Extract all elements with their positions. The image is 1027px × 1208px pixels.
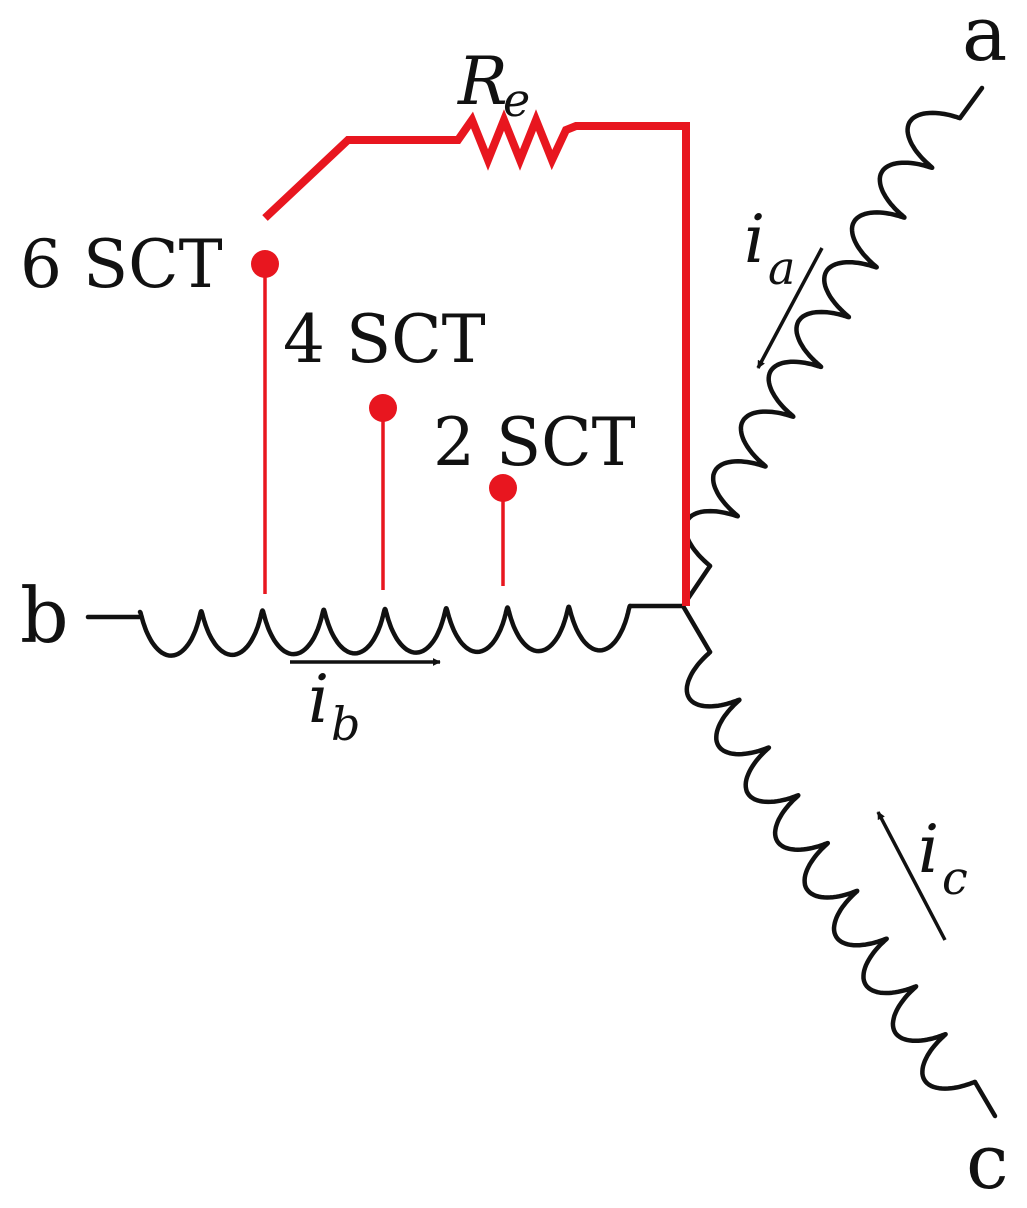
ic-label: i c [918, 811, 968, 905]
tap-6-label: 6 SCT [20, 226, 223, 303]
fault-resistor-wire [262, 109, 690, 606]
tap-4-label: 4 SCT [283, 301, 486, 378]
ia-arrow [756, 247, 824, 369]
phase-b-winding [85, 603, 686, 658]
ib-subscript: b [331, 697, 360, 751]
ia-symbol: i [744, 201, 765, 278]
tap-2-point [489, 474, 517, 502]
ib-symbol: i [308, 661, 329, 738]
resistor-subscript: e [503, 73, 530, 127]
ic-arrow [876, 811, 947, 941]
tap-4-point [369, 394, 397, 422]
terminal-c-label: c [966, 1117, 1009, 1206]
phase-c-coil [684, 649, 978, 1091]
terminal-a-label: a [962, 0, 1007, 78]
resistor-label: R e [457, 43, 530, 127]
ia-subscript: a [768, 241, 795, 295]
ib-label: i b [308, 661, 360, 751]
phase-a-coil [683, 110, 963, 569]
terminal-b-label: b [20, 571, 69, 660]
phase-a-winding [680, 85, 985, 609]
phase-c-terminal-lead [972, 1079, 998, 1119]
tap-6-point [251, 250, 279, 278]
phase-a-terminal-lead [957, 85, 985, 121]
phase-b-coil [137, 603, 633, 658]
fault-path [251, 109, 690, 606]
resistor-symbol: R [457, 43, 508, 120]
phase-c-winding [680, 603, 998, 1119]
ic-symbol: i [918, 811, 939, 888]
tap-2-label: 2 SCT [433, 404, 636, 481]
phase-c-neutral-lead [680, 603, 713, 655]
ic-subscript: c [942, 851, 968, 905]
ia-label: i a [744, 201, 795, 295]
